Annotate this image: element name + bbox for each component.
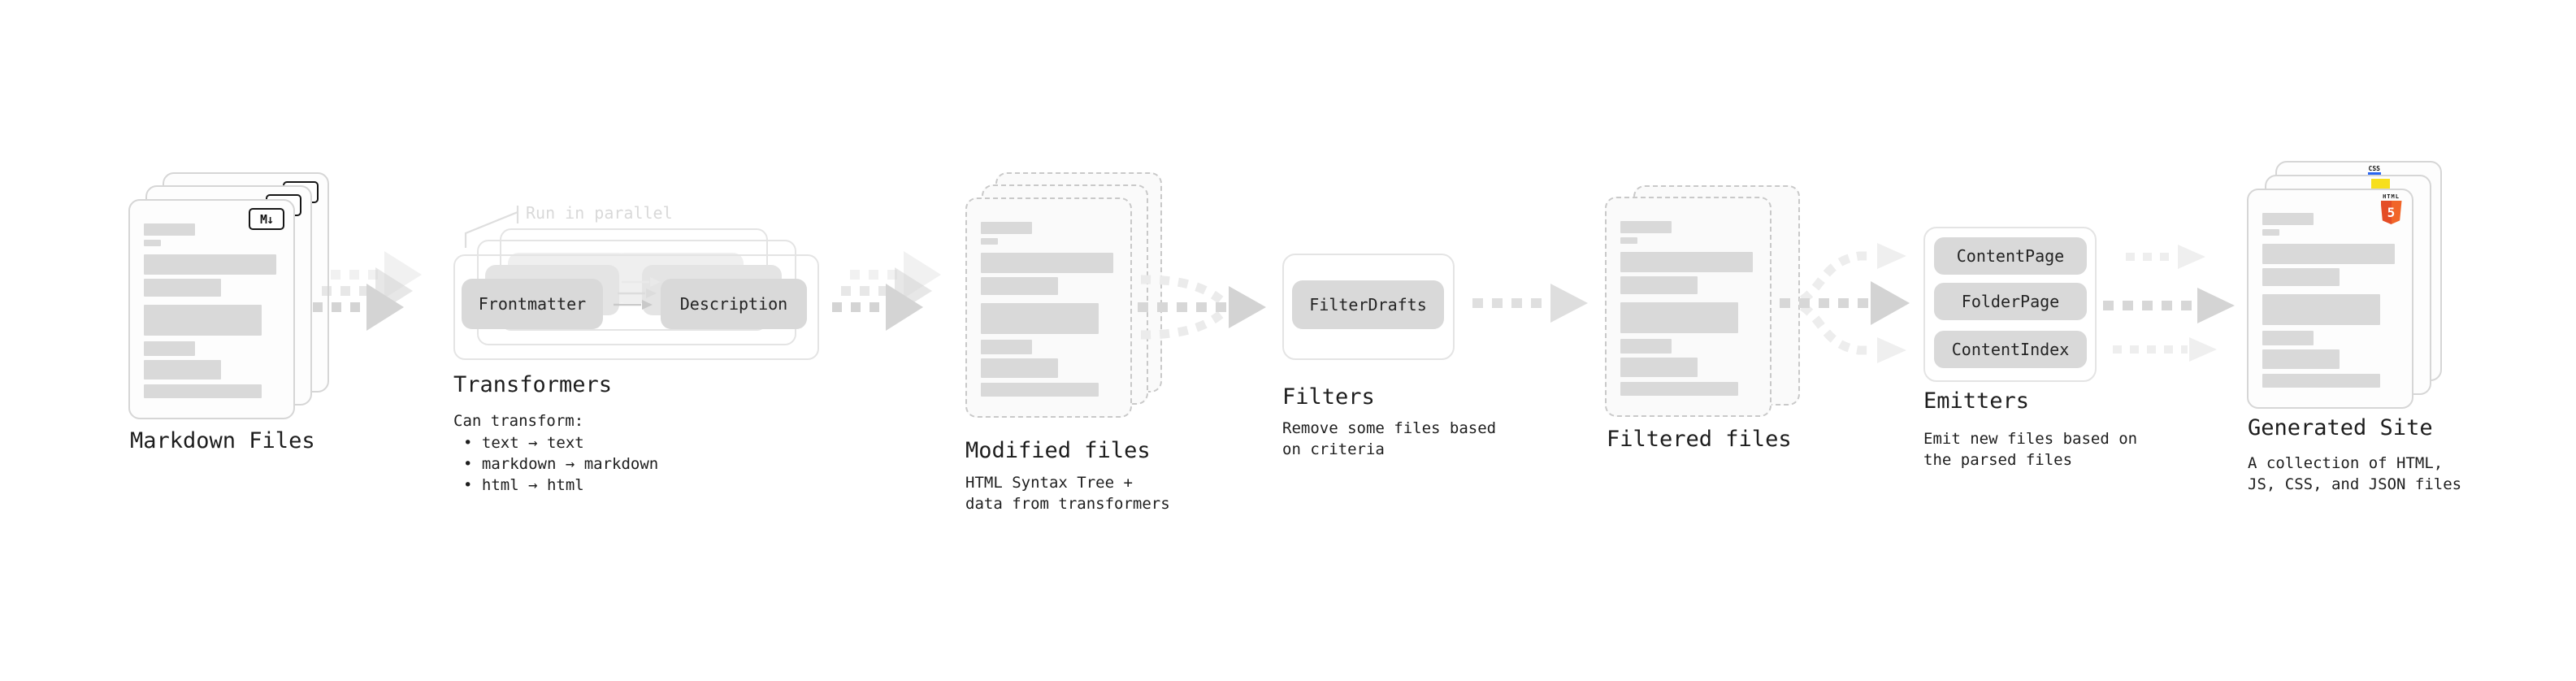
stage-label-markdown-files: Markdown Files [130, 428, 315, 453]
text-line-bar [1620, 221, 1672, 233]
stage-label-filters: Filters [1282, 384, 1375, 410]
description-chip: Description [661, 279, 807, 329]
run-in-parallel-annotation: Run in parallel [526, 203, 673, 223]
text-line-bar [2262, 229, 2279, 236]
text-line-bar [981, 358, 1058, 378]
document-text-placeholder [144, 223, 284, 398]
text-line-bar [2262, 349, 2340, 369]
text-line-bar [981, 383, 1099, 397]
text-line-bar [981, 303, 1099, 334]
document-text-placeholder [2262, 213, 2402, 388]
annotation-leader-line [464, 206, 519, 248]
flow-arrow-converge-to-filters [1138, 275, 1266, 340]
stage-label-transformers: Transformers [453, 372, 613, 397]
list-item: markdown → markdown [453, 453, 658, 475]
filters-note: Remove some files based on criteria [1282, 419, 1497, 458]
text-line-bar [1620, 358, 1698, 377]
text-line-bar [981, 277, 1058, 295]
text-line-bar [2262, 268, 2340, 286]
document-text-placeholder [1620, 221, 1760, 396]
transformers-note-title: Can transform: [453, 412, 584, 430]
contentindex-chip: ContentIndex [1934, 331, 2087, 368]
text-line-bar [144, 305, 262, 336]
list-item: html → html [453, 475, 658, 496]
transformer-frame-front [453, 254, 819, 360]
css-icon: CSS [2367, 165, 2381, 175]
text-line-bar [1620, 252, 1753, 272]
stage-label-emitters: Emitters [1923, 388, 2030, 414]
text-line-bar [144, 254, 276, 275]
chip-arrow-back [622, 277, 661, 287]
text-line-bar [1620, 276, 1698, 294]
text-line-bar [1620, 237, 1637, 244]
text-line-bar [144, 223, 195, 236]
stage-label-filtered-files: Filtered files [1607, 427, 1792, 452]
text-line-bar [1620, 339, 1672, 354]
text-line-bar [981, 253, 1113, 273]
text-line-bar [1620, 382, 1738, 396]
text-line-bar [2262, 294, 2380, 325]
chip-arrow-front [614, 300, 653, 310]
text-line-bar [2262, 213, 2314, 225]
list-item: text → text [453, 432, 658, 453]
contentpage-chip: ContentPage [1934, 237, 2087, 275]
flow-arrow-transformers-to-modified [832, 251, 941, 331]
transformers-capability-list: text → text markdown → markdown html → h… [453, 432, 658, 496]
filterdrafts-chip: FilterDrafts [1292, 280, 1444, 329]
text-line-bar [2262, 244, 2395, 264]
flow-arrow-diverge-to-emitters [1780, 243, 1910, 363]
text-line-bar [2262, 331, 2314, 345]
flow-arrow-filters-to-filtered [1472, 284, 1588, 323]
text-line-bar [144, 341, 195, 356]
chip-arrow-middle [618, 288, 657, 298]
text-line-bar [2262, 374, 2380, 388]
document-text-placeholder [981, 222, 1121, 397]
stage-label-generated-site: Generated Site [2248, 415, 2433, 440]
filtered-file-card-front [1605, 197, 1772, 417]
text-line-bar [144, 360, 221, 380]
folderpage-chip: FolderPage [1934, 283, 2087, 320]
text-line-bar [981, 238, 998, 245]
flow-arrow-markdown-to-transformers [313, 251, 422, 331]
markdown-icon: M↓ [249, 208, 284, 230]
generated-site-note: A collection of HTML, JS, CSS, and JSON … [2248, 454, 2462, 493]
text-line-bar [144, 384, 262, 398]
text-line-bar [981, 340, 1032, 354]
markdown-file-card-front: M↓ [128, 199, 295, 419]
text-line-bar [144, 240, 161, 246]
frontmatter-chip: Frontmatter [462, 279, 603, 329]
stage-label-modified-files: Modified files [965, 438, 1151, 463]
generated-file-card-front: HTML 5 [2247, 189, 2413, 409]
modified-file-card-front [965, 197, 1132, 418]
modified-files-note: HTML Syntax Tree + data from transformer… [965, 474, 1170, 513]
flow-arrows-emitters-to-generated [2103, 245, 2235, 362]
text-line-bar [1620, 302, 1738, 333]
text-line-bar [144, 279, 221, 297]
emitters-note: Emit new files based on the parsed files [1923, 430, 2138, 469]
html5-icon: HTML 5 [2380, 193, 2402, 224]
text-line-bar [981, 222, 1032, 234]
